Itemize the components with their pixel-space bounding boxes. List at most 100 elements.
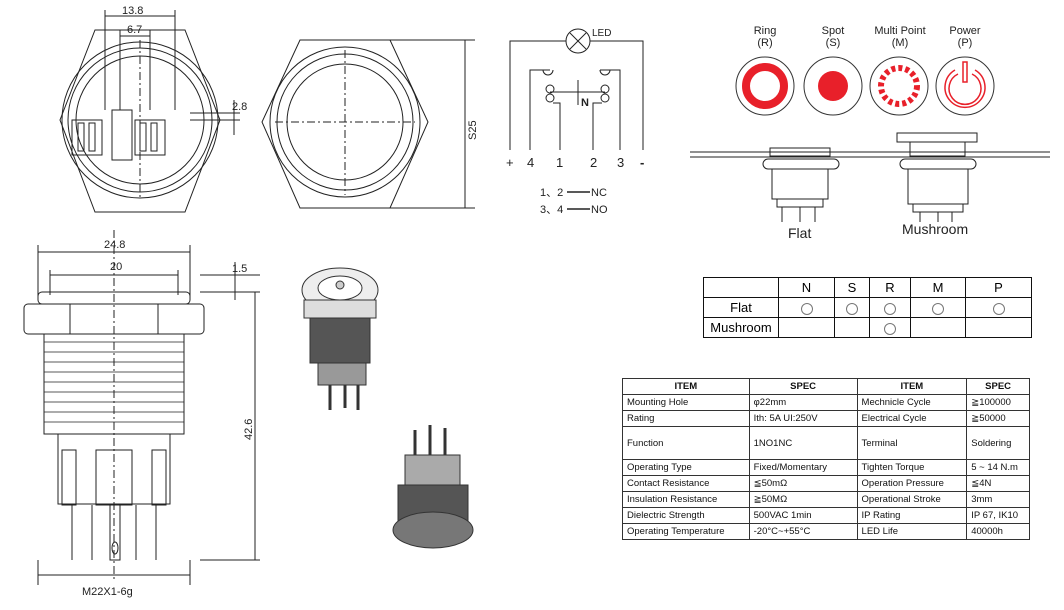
- available-circle-icon: [992, 302, 1005, 315]
- illum-code: (M): [891, 37, 909, 49]
- terminal-1: 1: [556, 155, 563, 170]
- option-cell: [834, 317, 870, 338]
- spec-item-cell: Dielectric Strength: [622, 507, 750, 524]
- dim-hex-size: S25: [467, 120, 479, 140]
- dim-body-width: 24.8: [104, 239, 125, 251]
- option-cell: [869, 317, 911, 338]
- spec-header-cell: SPEC: [748, 378, 858, 395]
- available-circle-icon: [932, 302, 944, 315]
- spec-header-cell: ITEM: [622, 378, 750, 395]
- spec-item-cell: Tighten Torque: [856, 459, 968, 476]
- flat-label: Flat: [788, 225, 811, 241]
- terminal-3: 3: [617, 155, 624, 170]
- dim-bezel-height: 1.5: [232, 263, 247, 275]
- n-label: N: [581, 97, 589, 109]
- dim-total-length: 42.6: [243, 419, 255, 440]
- multi-point-icon: [878, 65, 920, 107]
- illum-spot: Spot(S): [803, 25, 863, 49]
- spec-value-cell: Soldering: [966, 426, 1030, 460]
- illum-multi-point: Multi Point(M): [864, 25, 936, 49]
- spec-value-cell: IP 67, IK10: [966, 507, 1030, 524]
- spec-item-cell: Operation Pressure: [856, 475, 968, 492]
- legend-no-type: NO: [591, 204, 608, 216]
- terminal-plus: +: [506, 155, 514, 170]
- spec-item-cell: Mounting Hole: [622, 394, 750, 411]
- spec-value-cell: 40000h: [966, 523, 1030, 540]
- spec-value-cell: ≧50000: [966, 410, 1030, 427]
- options-table: N S R M P Flat Mushroom: [703, 277, 1032, 338]
- option-cell: [965, 317, 1032, 338]
- spec-value-cell: 5 ~ 14 N.m: [966, 459, 1030, 476]
- power-icon: [944, 61, 986, 108]
- legend-nc-pins: 1、2: [540, 187, 563, 199]
- col-header: M: [910, 277, 966, 298]
- spec-value-cell: Fixed/Momentary: [748, 459, 858, 476]
- dim-thread: M22X1-6g: [82, 586, 133, 598]
- available-circle-icon: [800, 302, 813, 315]
- spec-value-cell: φ22mm: [748, 394, 858, 411]
- illum-power: Power(P): [935, 25, 995, 49]
- spec-value-cell: 3mm: [966, 491, 1030, 508]
- spot-icon: [818, 71, 848, 101]
- illum-name: Ring: [753, 25, 777, 37]
- option-cell: [778, 317, 835, 338]
- available-circle-icon: [846, 302, 858, 315]
- spec-header-cell: SPEC: [966, 378, 1030, 395]
- option-cell: [778, 297, 835, 318]
- col-header: R: [869, 277, 911, 298]
- legend-nc-type: NC: [591, 187, 607, 199]
- rear-view-drawing: [59, 10, 240, 213]
- option-cell: [834, 297, 870, 318]
- illum-ring: Ring(R): [735, 25, 795, 49]
- col-header: N: [778, 277, 835, 298]
- illum-name: Spot: [821, 25, 845, 37]
- dim-offset: 2.8: [232, 101, 247, 113]
- illum-code: (S): [825, 37, 841, 49]
- col-header: P: [965, 277, 1032, 298]
- spec-value-cell: -20°C~+55°C: [748, 523, 858, 540]
- ring-icon: [742, 63, 788, 109]
- dim-thread-width: 20: [110, 261, 122, 273]
- col-header: S: [834, 277, 870, 298]
- panel-mount-drawing: [690, 132, 1050, 222]
- switch-render-rear: [392, 425, 474, 549]
- illum-code: (R): [757, 37, 773, 49]
- spec-value-cell: ≧100000: [966, 394, 1030, 411]
- spec-value-cell: ≦50mΩ: [748, 475, 858, 492]
- spec-value-cell: 500VAC 1min: [748, 507, 858, 524]
- options-header-row: N S R M P: [703, 277, 1032, 298]
- switch-render-front: [301, 267, 379, 410]
- spec-value-cell: Ith: 5A UI:250V: [748, 410, 858, 427]
- option-cell: [910, 317, 966, 338]
- spec-item-cell: LED Life: [856, 523, 968, 540]
- spec-item-cell: Terminal: [856, 426, 968, 460]
- spec-item-cell: Electrical Cycle: [856, 410, 968, 427]
- side-view-drawing: [23, 230, 260, 585]
- spec-item-cell: Function: [622, 426, 750, 460]
- spec-item-cell: Operating Type: [622, 459, 750, 476]
- spec-header-cell: ITEM: [856, 378, 968, 395]
- illum-name: Power: [949, 25, 981, 37]
- mushroom-label: Mushroom: [902, 221, 968, 237]
- front-view-drawing: [261, 39, 475, 209]
- option-cell: [965, 297, 1032, 318]
- option-cell: [869, 297, 911, 318]
- spec-value-cell: 1NO1NC: [748, 426, 858, 460]
- terminal-4: 4: [527, 155, 534, 170]
- option-cell: [910, 297, 966, 318]
- options-corner-cell: [703, 277, 779, 298]
- row-label: Mushroom: [703, 317, 779, 338]
- legend-no-pins: 3、4: [540, 204, 563, 216]
- options-row-mushroom: Mushroom: [703, 317, 1032, 338]
- spec-item-cell: Operating Temperature: [622, 523, 750, 540]
